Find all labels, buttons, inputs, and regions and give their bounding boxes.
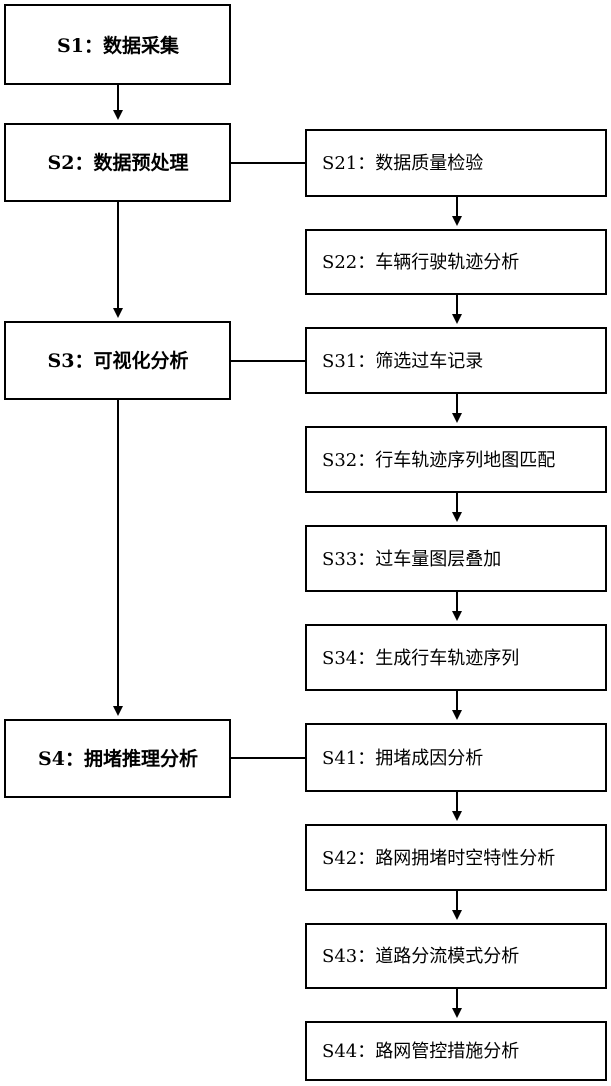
sub-step-s42: S42：路网拥堵时空特性分析 (306, 825, 606, 890)
sub-step-s42-label: S42：路网拥堵时空特性分析 (322, 848, 555, 869)
sub-step-s34-label: S34：生成行车轨迹序列 (322, 648, 519, 669)
main-step-s2-label: S2：数据预处理 (48, 151, 189, 174)
sub-step-s31-label: S31：筛选过车记录 (322, 351, 483, 372)
sub-step-s34: S34：生成行车轨迹序列 (306, 625, 606, 690)
main-step-s1: S1：数据采集 (5, 5, 230, 84)
sub-step-s41-label: S41：拥堵成因分析 (322, 748, 483, 769)
sub-step-s32-label: S32：行车轨迹序列地图匹配 (322, 450, 555, 471)
sub-step-s33: S33：过车量图层叠加 (306, 526, 606, 591)
sub-step-s22-label: S22：车辆行驶轨迹分析 (322, 252, 519, 273)
main-step-s3: S3：可视化分析 (5, 322, 230, 399)
sub-step-s43: S43：道路分流模式分析 (306, 924, 606, 988)
sub-step-s31: S31：筛选过车记录 (306, 328, 606, 393)
main-step-s2: S2：数据预处理 (5, 124, 230, 201)
sub-step-s43-label: S43：道路分流模式分析 (322, 946, 519, 967)
sub-step-s22: S22：车辆行驶轨迹分析 (306, 230, 606, 294)
sub-step-s21-label: S21：数据质量检验 (322, 153, 483, 174)
main-step-s3-label: S3：可视化分析 (48, 349, 189, 372)
sub-step-s32: S32：行车轨迹序列地图匹配 (306, 427, 606, 492)
sub-step-s41: S41：拥堵成因分析 (306, 724, 606, 791)
main-step-s4-label: S4：拥堵推理分析 (38, 747, 198, 770)
sub-step-s44: S44：路网管控措施分析 (306, 1022, 606, 1080)
main-step-s4: S4：拥堵推理分析 (5, 720, 230, 797)
main-step-s1-label: S1：数据采集 (57, 34, 180, 57)
sub-step-s33-label: S33：过车量图层叠加 (322, 549, 501, 570)
sub-step-s21: S21：数据质量检验 (306, 130, 606, 196)
sub-step-s44-label: S44：路网管控措施分析 (322, 1041, 519, 1062)
